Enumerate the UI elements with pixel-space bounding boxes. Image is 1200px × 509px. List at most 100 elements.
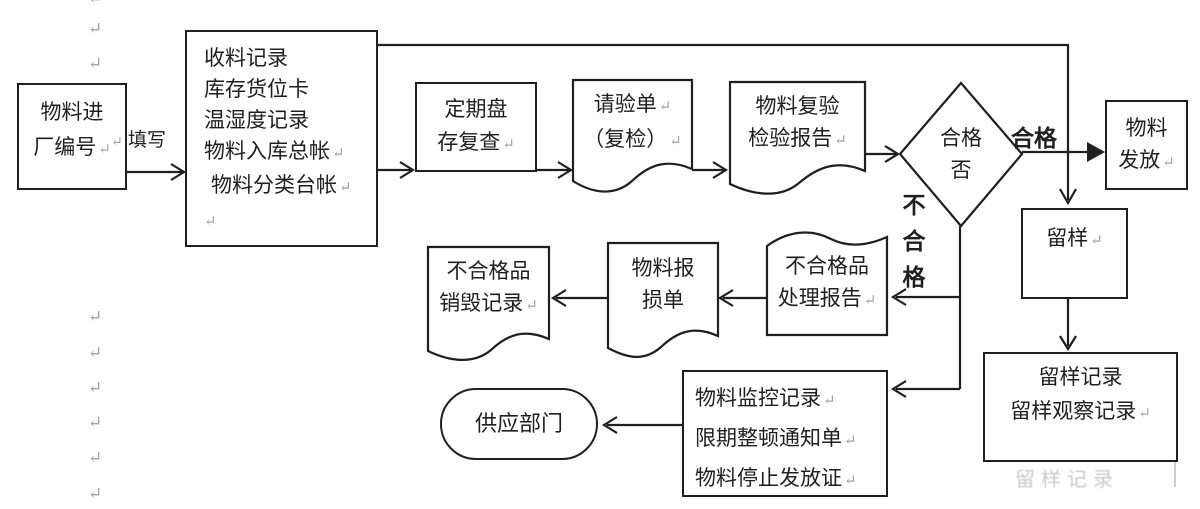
node-periodic-inventory-check: 定期盘 存复查↵ (415, 82, 537, 172)
node-text: 存复查 (437, 129, 501, 154)
node-text-line: 留样↵ (1046, 222, 1103, 257)
carriage-return-icon: ↵ (204, 214, 217, 230)
doc-shape-destroy-record (426, 245, 551, 361)
flow-lines (127, 43, 1100, 434)
node-text-line: 温湿度记录 (204, 105, 309, 136)
carriage-return-icon: ↵ (88, 413, 103, 432)
connector-records-periodic (378, 161, 416, 179)
carriage-return-icon: ↵ (332, 146, 345, 162)
node-text: 请验单 (593, 92, 657, 116)
node-text-line: 物料监控记录↵ (695, 380, 836, 420)
node-text: 损单 (642, 288, 684, 312)
connector-fail-monitor (890, 380, 960, 398)
node-text: 物料分类台帐 (211, 173, 337, 197)
connector-top-route (378, 43, 1070, 200)
carriage-return-icon: ↵ (834, 133, 847, 149)
node-text-line: 处理报告↵ (778, 282, 877, 317)
node-material-entry-number: 物料进 厂编号↵ (17, 83, 127, 190)
node-text-line: 留样记录 (1039, 360, 1123, 394)
node-text-line: （复检）↵ (583, 123, 682, 158)
node-text: 物料监控记录 (695, 386, 821, 410)
node-text-line: 留样观察记录↵ (1010, 394, 1151, 431)
node-damage-report: 物料报 损单 (608, 252, 718, 316)
edge-label-fill: 填写 (128, 130, 167, 151)
node-text-line: 发放↵ (1118, 144, 1175, 179)
node-text-line: 损单 (642, 284, 684, 316)
connector-monitor-supply (601, 416, 682, 434)
connector-request-recheck (692, 161, 729, 179)
doc-shape-inspect-request (571, 78, 694, 193)
carriage-return-icon: ↵ (339, 180, 352, 196)
node-destroy-record: 不合格品 销毁记录↵ (428, 255, 549, 322)
node-text: 限期整顿通知单 (695, 426, 842, 450)
ghost-text-sample-record: 留样记录 (1015, 469, 1119, 491)
carriage-return-icon: ↵ (88, 448, 103, 467)
node-text: 物料入库总帐 (204, 139, 330, 163)
node-decision-qualified: 合格 否 (911, 122, 1011, 186)
connector-sample-records (1059, 299, 1077, 352)
connector-entry-records (127, 163, 187, 181)
node-text-line: 物料报 (632, 252, 695, 284)
node-text-line: 厂编号↵ (33, 130, 111, 168)
node-text: 检验报告 (748, 126, 833, 150)
doc-shape-recheck-report (728, 80, 867, 195)
carriage-return-icon: ↵ (1138, 406, 1151, 422)
carriage-return-icon: ↵ (525, 298, 538, 314)
node-text: 处理报告 (777, 286, 862, 310)
connector-damage-destroy (550, 289, 608, 307)
node-disposal-report: 不合格品 处理报告↵ (767, 250, 887, 317)
node-text: （复检） (583, 127, 668, 151)
node-text-line: 否 (951, 154, 972, 186)
carriage-return-icon: ↵ (88, 343, 103, 362)
node-text-line: 收料记录 (204, 43, 288, 74)
node-text-line: 物料分类台帐↵ (211, 170, 352, 204)
node-text-line: 合格 (940, 122, 982, 154)
carriage-return-icon: ↵ (111, 135, 123, 150)
node-storage-records: 收料记录 库存货位卡 温湿度记录 物料入库总帐↵ 物料分类台帐↵ ↵ (185, 30, 378, 247)
node-text: 不合格品 (785, 254, 869, 278)
connector-fail-disposal (890, 288, 960, 306)
node-text-line: 存复查↵ (437, 126, 515, 162)
node-text: 销毁记录 (439, 291, 524, 315)
carriage-return-icon: ↵ (844, 473, 857, 489)
node-text: 物料复验 (755, 94, 840, 118)
node-text: 定期盘 (444, 96, 508, 121)
edge-label-fail-char: 合 (902, 229, 926, 254)
node-material-release: 物料 发放↵ (1105, 100, 1188, 190)
carriage-return-icon: ↵ (88, 0, 102, 7)
carriage-return-icon: ↵ (502, 136, 515, 153)
edge-label-fail-char: 不 (902, 193, 926, 218)
node-text: 发放 (1118, 147, 1161, 172)
arrowhead-filled-release (1087, 142, 1105, 162)
connector-periodic-request (537, 161, 574, 179)
carriage-return-icon: ↵ (863, 293, 877, 309)
carriage-return-icon: ↵ (658, 99, 672, 115)
carriage-return-icon: ↵ (1090, 233, 1103, 249)
edge-label-fail: 不 合 格 (901, 188, 927, 296)
node-text: 物料停止发放证 (695, 466, 842, 490)
node-sample-retention: 留样↵ (1021, 208, 1128, 299)
node-text-line: 限期整顿通知单↵ (695, 420, 857, 460)
node-text-line: ↵ (204, 204, 217, 238)
node-monitor-documents: 物料监控记录↵ 限期整顿通知单↵ 物料停止发放证↵ (682, 370, 888, 497)
carriage-return-icon: ↵ (823, 393, 836, 409)
node-text-line: 不合格品 (785, 250, 869, 282)
decision-diamond-shape (898, 81, 1024, 228)
node-text: 留样观察记录 (1010, 399, 1137, 423)
node-text: 留样记录 (1038, 365, 1123, 389)
node-text: 温湿度记录 (204, 108, 309, 132)
node-text: 合格 (940, 126, 982, 150)
arrowhead-down-sample (1059, 188, 1077, 206)
node-text: 否 (950, 158, 972, 182)
node-inspection-request: 请验单↵ （复检）↵ (573, 88, 692, 158)
node-text-line: 检验报告↵ (748, 122, 847, 157)
node-text: 收料记录 (204, 46, 288, 70)
node-text-line: 物料复验 (756, 90, 840, 122)
connector-disposal-damage (717, 289, 767, 307)
carriage-return-icon: ↵ (844, 433, 857, 449)
node-text-line: 物料入库总帐↵ (204, 136, 345, 170)
node-text-line: 物料停止发放证↵ (695, 460, 857, 500)
node-recheck-report: 物料复验 检验报告↵ (730, 90, 865, 157)
